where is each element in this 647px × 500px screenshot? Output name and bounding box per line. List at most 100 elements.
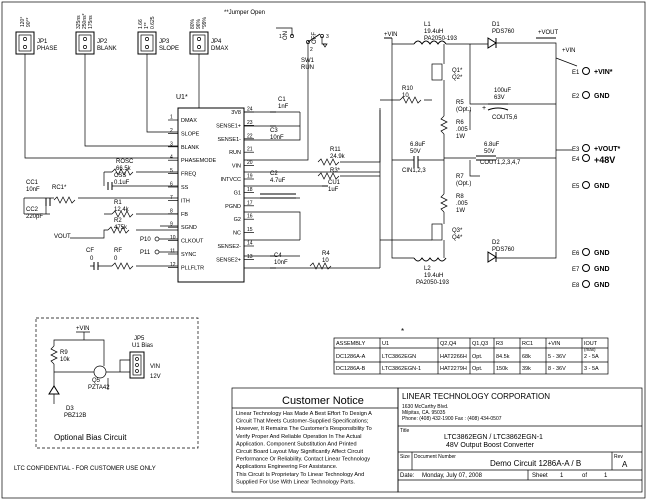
svg-text:E4: E4 <box>572 157 580 163</box>
ic-pin-num-left: 3 <box>170 141 173 147</box>
date-value: Monday, July 07, 2008 <box>422 473 483 479</box>
ic-pin-num-right: 14 <box>247 241 253 247</box>
notice-title: Customer Notice <box>282 395 364 407</box>
bias-title: Optional Bias Circuit <box>54 433 127 442</box>
power-stage: +VIN L1 19.4uH PA2050-193 D1 PDS760 +VOU… <box>384 22 559 286</box>
cout56-volt: 63V <box>494 95 505 101</box>
jp4-opt1: 80% <box>190 18 196 29</box>
switch-sw1: ON OFF 1 2 3 SW1 RUN <box>279 31 329 71</box>
jp4-ref: JP4 <box>211 39 222 45</box>
ic-pin-name-left: SLOPE <box>181 131 200 137</box>
notice-line: This Circuit Is Proprietary To Linear Te… <box>236 472 364 478</box>
ic-pin-name-left: PHASEMODE <box>181 158 216 164</box>
jp1-label: PHASE <box>37 46 57 52</box>
svg-text:E2: E2 <box>572 94 580 100</box>
sheet-value: 1 <box>560 473 564 479</box>
addr-line1: 1630 McCarthy Blvd. <box>402 404 448 410</box>
ic-pin-name-right: INTVCC <box>221 177 242 183</box>
c1-val: 1nF <box>278 104 289 110</box>
cin-val: 6.8uF <box>410 142 426 148</box>
assembly-iout-sub: (max) <box>584 347 596 352</box>
jp2-opt3: 175ns <box>88 15 94 29</box>
jp4-opt2: 96% <box>196 18 202 29</box>
rf-val: 0 <box>114 256 118 262</box>
jp3-ref: JP3 <box>159 39 170 45</box>
ic-pin-num-right: 23 <box>247 120 253 126</box>
q1-ref: Q1* <box>452 68 463 74</box>
c1-ref: C1 <box>278 97 286 103</box>
assembly-cell: 3 - 5A <box>584 366 599 372</box>
ic-pin-name-right: 3V8 <box>231 110 241 116</box>
jumper-jp2: 325ns 250ns* 175ns JP2 BLANK <box>75 13 117 55</box>
r5-val: (Opt.) <box>456 107 471 113</box>
assembly-header: IOUT <box>584 341 598 347</box>
cc1-val: 10nF <box>26 187 40 193</box>
ic-pin-name-left: PLLFLTR <box>181 265 204 271</box>
l1-val: 19.4uH <box>424 29 443 35</box>
ic-pin-name-right: G1 <box>234 190 241 196</box>
ic-pin-name-left: SYNC <box>181 252 196 258</box>
r8-pwr: 1W <box>456 208 465 214</box>
ic-pin-name-left: SS <box>181 185 189 191</box>
assembly-header: R3 <box>496 341 503 347</box>
ic-pin-num-right: 18 <box>247 187 253 193</box>
ic-u1-body <box>177 107 245 283</box>
r1-ref: R1 <box>114 200 122 206</box>
svg-text:+VOUT*: +VOUT* <box>594 146 621 153</box>
ic-pin-num-right: 13 <box>247 254 253 260</box>
ic-pin-num-left: 10 <box>170 235 176 241</box>
jp3-opt1: 1.66 <box>138 19 144 29</box>
sw-on-label: ON <box>283 31 289 40</box>
q4-ref: Q4* <box>452 235 463 241</box>
p10-label: P10 <box>140 237 151 243</box>
sw-pin3: 3 <box>326 34 329 40</box>
svg-text:GND: GND <box>594 282 610 289</box>
assembly-cell: 5 - 36V <box>548 354 566 360</box>
jumper-wires <box>24 54 200 159</box>
ic-pin-name-right: SENSE1- <box>217 137 241 143</box>
jp1-opt1: 120° <box>20 17 26 27</box>
ic-pin-name-left: FREQ <box>181 172 197 178</box>
jp2-ref: JP2 <box>97 39 108 45</box>
q3-ref: Q3* <box>452 228 463 234</box>
svg-text:GND: GND <box>594 266 610 273</box>
cout56-val: 100uF <box>494 88 511 94</box>
q5-ref: Q5 <box>92 378 101 384</box>
l2-val: 19.4uH <box>424 273 443 279</box>
cc2-ref: CC2 <box>26 207 39 213</box>
l2-part: PA2050-193 <box>416 280 450 286</box>
addr-line2: Milpitas, CA. 95035 <box>402 410 446 416</box>
d2-ref: D2 <box>492 240 500 246</box>
ic-pin-num-right: 15 <box>247 227 253 233</box>
svg-text:E8: E8 <box>572 283 580 289</box>
ic-u1-pins: 1DMAX2SLOPE3BLANK4PHASEMODE5FREQ6SS7ITH8… <box>168 107 254 271</box>
assembly-header: ASSEMBLY <box>336 341 366 347</box>
assembly-cell: 8 - 36V <box>548 366 566 372</box>
jp4-opt3: *99% <box>202 16 208 29</box>
cin-ref: CIN1,2,3 <box>402 168 426 174</box>
jumper-jp3: 1.66 1** 0.625 JP3 SLOPE <box>137 16 179 55</box>
terminal-e8: E8 GND <box>572 280 610 289</box>
d3-ref: D3 <box>66 406 74 412</box>
jumper-note: **Jumper Open <box>224 10 265 16</box>
jp3-label: SLOPE <box>159 46 179 52</box>
ic-pin-num-left: 4 <box>170 155 173 161</box>
r6-pwr: 1W <box>456 134 465 140</box>
r2-val: 475k <box>114 225 128 231</box>
cin-volt: 50V <box>410 149 421 155</box>
svg-text:+VIN*: +VIN* <box>594 69 613 76</box>
assembly-cell: HAT2279H <box>440 366 467 372</box>
sw-label: RUN <box>301 65 314 71</box>
svg-text:GND: GND <box>594 93 610 100</box>
ic-pin-name-left: FB <box>181 212 188 218</box>
r1-val: 12.4k <box>114 207 130 213</box>
assembly-marker: * <box>401 327 404 336</box>
ic-ref: U1* <box>176 94 188 101</box>
ic-pin-name-right: RUN <box>229 150 241 156</box>
notice-line: Linear Technology Has Made A Best Effort… <box>236 411 372 417</box>
bias-vin-net: +VIN <box>76 326 90 332</box>
right-passives: C1 1nF C3 10nF R11 24.9k R3* C2 4.7uF CU… <box>260 97 346 270</box>
r5-ref: R5 <box>456 100 464 106</box>
